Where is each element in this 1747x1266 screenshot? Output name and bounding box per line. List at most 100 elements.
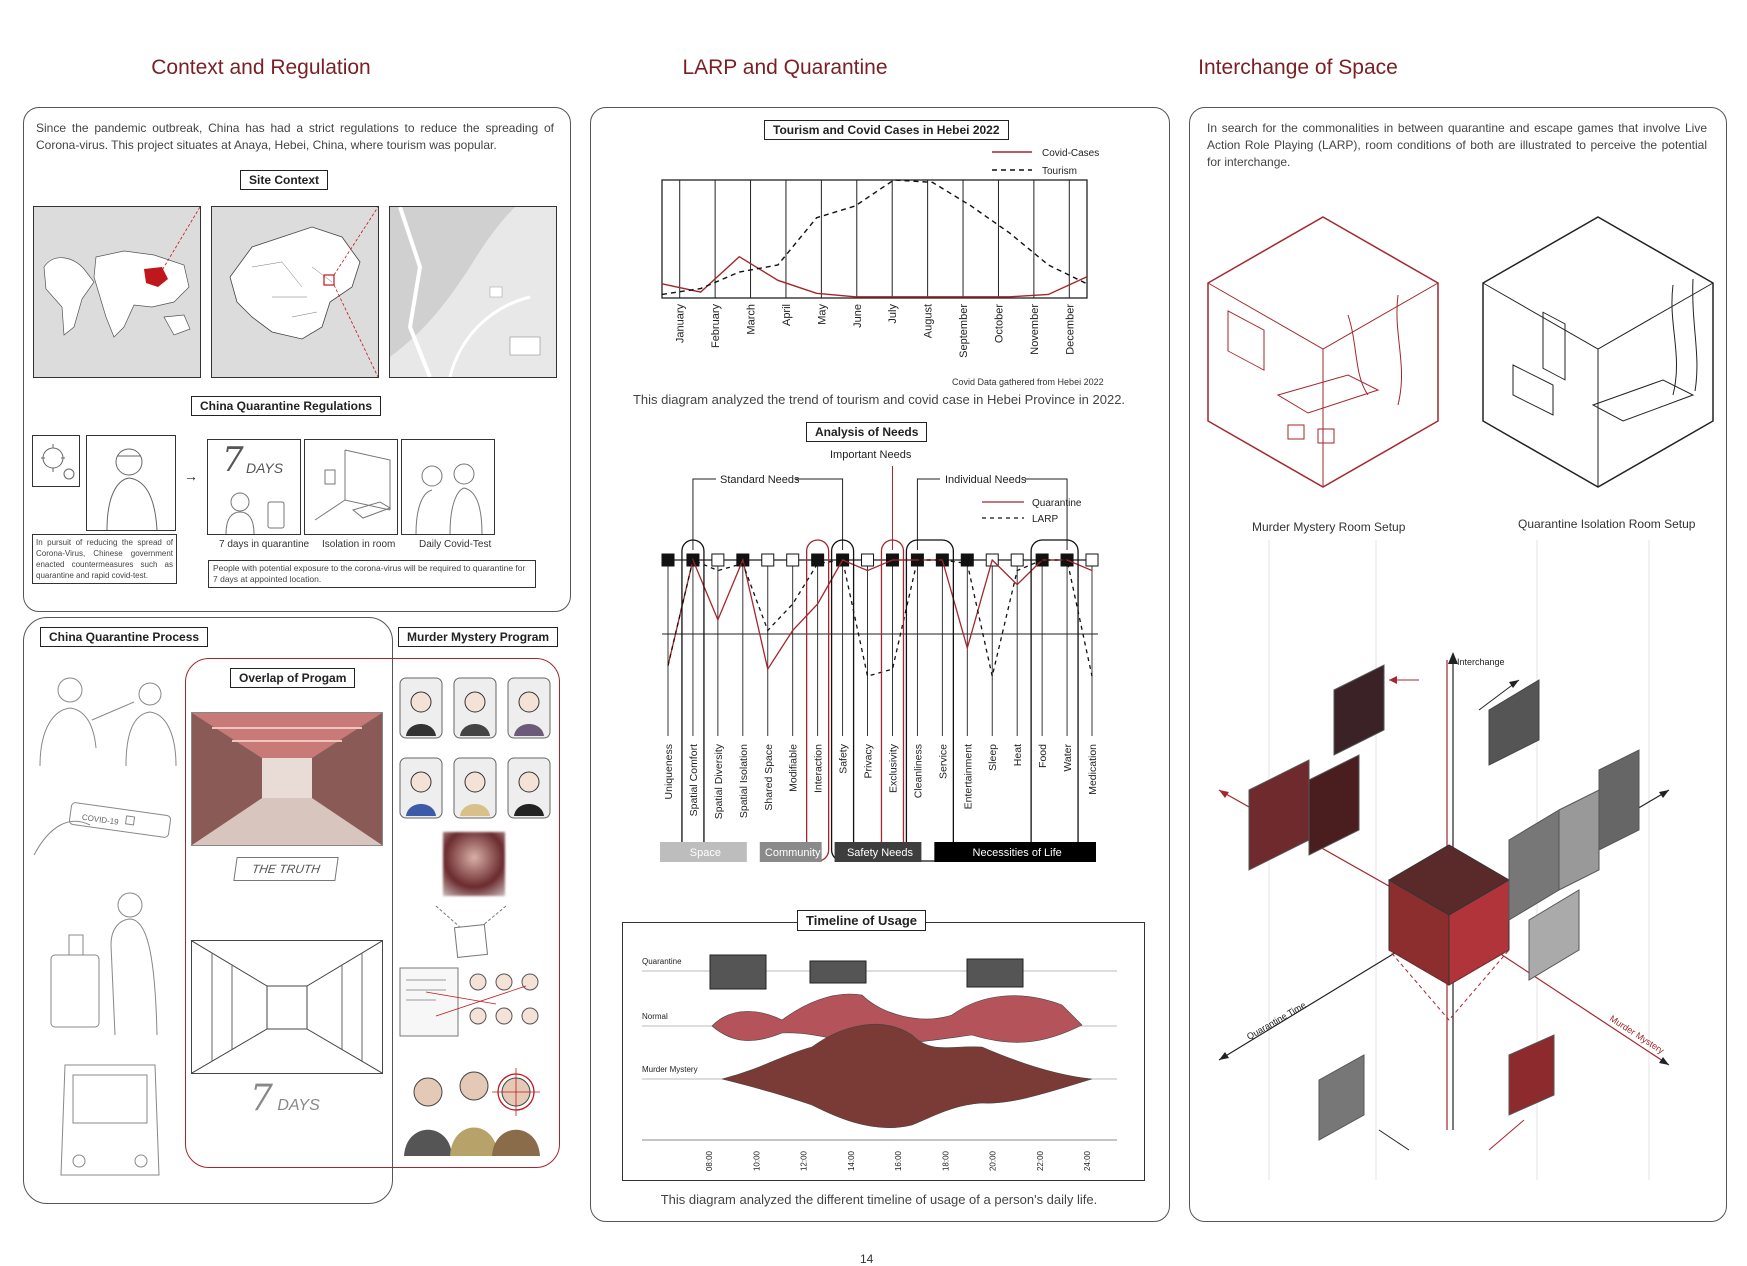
process-sketch-luggage — [50, 892, 158, 1035]
quarantine-regulations-label: China Quarantine Regulations — [191, 396, 382, 416]
seven-days-illustration: 7 DAYS — [207, 439, 301, 535]
china-map — [211, 206, 379, 378]
blurred-character-image — [443, 832, 505, 896]
axis-interchange-label: Interchange — [1457, 657, 1505, 667]
needs-item-label: Spatial Diversity — [713, 743, 725, 819]
timeline-caption: This diagram analyzed the different time… — [660, 1192, 1098, 1207]
chart-legend-label: Covid-Cases — [1042, 148, 1099, 159]
needs-item-label: Uniqueness — [663, 744, 675, 799]
days-number: 7 — [222, 440, 244, 480]
chart-tick-label: July — [887, 304, 899, 324]
needs-standard-bracket — [692, 478, 844, 550]
axis-quarantine-time-label: Quarantine Time — [1245, 1000, 1308, 1042]
caption-7-days: 7 days in quarantine — [219, 539, 310, 550]
needs-legend-q: Quarantine — [1032, 498, 1082, 509]
interchange-intro: In search for the commonalities in betwe… — [1207, 121, 1707, 169]
timeline-quarantine-photo — [809, 960, 867, 984]
truth-text: THE TRUTH — [251, 862, 321, 876]
caption-covid-test: Daily Covid-Test — [419, 539, 492, 550]
arrow-right-icon: → — [184, 468, 198, 484]
ppe-worker-illustration — [86, 435, 176, 531]
needs-item-label: Medication — [1087, 744, 1099, 795]
corridor-color-image — [191, 712, 383, 846]
site-context-label: Site Context — [240, 170, 329, 190]
caption-isolation: Isolation in room — [322, 539, 396, 550]
chart-tick-label: March — [746, 304, 758, 335]
needs-item-label: Privacy — [863, 743, 875, 778]
needs-item-label: Spatial Isolation — [738, 744, 750, 818]
murder-mystery-room-drawing — [1207, 216, 1439, 488]
tourism-covid-chart: January February March April May June July Augu… — [661, 148, 1099, 358]
days-number-2: 7 — [250, 1078, 273, 1119]
needs-marker — [786, 553, 800, 567]
needs-group-label: Space — [690, 847, 721, 859]
needs-marker — [861, 553, 875, 567]
needs-individual-bracket — [916, 478, 1068, 550]
world-map — [33, 206, 201, 378]
page-number: 14 — [860, 1252, 874, 1266]
needs-marker — [761, 553, 775, 567]
timeline-hour-label: 08:00 — [705, 1150, 714, 1171]
process-sketch-testing — [39, 677, 177, 766]
murder-room-caption: Murder Mystery Room Setup — [1252, 520, 1406, 534]
overlap-program-panel — [185, 658, 560, 1168]
needs-group-label: Necessities of Life — [973, 847, 1062, 859]
timeline-quarantine-photo — [966, 958, 1024, 988]
needs-marker — [1010, 553, 1024, 567]
chart-tick-label: June — [852, 304, 864, 328]
needs-item-label: Cleanliness — [912, 744, 924, 798]
needs-marker — [661, 553, 675, 567]
chart-legend-label: Tourism — [1042, 166, 1077, 177]
needs-item-label: Food — [1037, 744, 1049, 768]
world-map-drawing — [34, 207, 200, 377]
chart-tick-label: September — [958, 304, 970, 358]
timeline-hour-label: 20:00 — [989, 1150, 998, 1171]
overlap-title: Overlap of Progam — [230, 668, 356, 688]
chart-tick-label: February — [710, 304, 722, 349]
needs-individual-label: Individual Needs — [945, 474, 1027, 486]
needs-item-label: Safety — [838, 743, 850, 774]
needs-marker — [1085, 553, 1099, 567]
site-map-drawing — [390, 207, 556, 377]
site-map — [389, 206, 557, 378]
needs-capsule — [1030, 539, 1079, 862]
needs-group-bar — [934, 842, 1096, 862]
needs-item-label: Interaction — [813, 744, 825, 793]
corridor-sketch-image — [191, 940, 383, 1074]
chart-source-note: Covid Data gathered from Hebei 2022 — [952, 377, 1104, 387]
chart-tick-label: August — [923, 304, 935, 338]
chart-tick-label: May — [816, 304, 828, 325]
process-sketch-test-kit: COVID-19 — [33, 802, 172, 856]
timeline-title: Timeline of Usage — [797, 910, 927, 931]
chart-tick-label: January — [675, 304, 687, 344]
needs-legend-l: LARP — [1032, 514, 1058, 525]
chart-tick-label: April — [781, 304, 793, 326]
timeline-hour-label: 12:00 — [800, 1150, 809, 1171]
process-title: China Quarantine Process — [40, 627, 209, 647]
needs-quarantine-line — [667, 557, 1093, 671]
needs-item-label: Exclusivity — [887, 743, 899, 793]
needs-capsule — [905, 539, 955, 862]
needs-group-label: Community — [765, 847, 821, 859]
left-column-title: Context and Regulation — [151, 56, 371, 79]
chart-caption: This diagram analyzed the trend of touri… — [632, 392, 1126, 407]
chart-tick-label: October — [993, 304, 1005, 343]
chart-series-line — [661, 179, 1088, 296]
timeline-mystery-shape — [721, 1023, 1093, 1129]
days-word-2: DAYS — [277, 1097, 320, 1114]
virus-illustration — [32, 435, 80, 487]
needs-item-label: Spatial Comfort — [688, 744, 700, 816]
timeline-hour-label: 22:00 — [1036, 1150, 1045, 1171]
needs-title: Analysis of Needs — [806, 422, 928, 442]
interchange-diagram: Interchange Quarantine Time Murder Myste… — [1218, 540, 1670, 1180]
needs-item-label: Sleep — [987, 744, 999, 771]
timeline-quarantine-photo — [709, 954, 767, 990]
axis-murder-mystery-label: Murder Mystery — [1608, 1013, 1666, 1056]
china-map-drawing — [212, 207, 378, 377]
timeline-hour-label: 18:00 — [941, 1150, 950, 1171]
truth-sign: THE TRUTH — [233, 857, 339, 881]
timeline-row-label: Quarantine — [642, 957, 682, 966]
chart-series-line — [661, 255, 1088, 298]
mystery-program-title: Murder Mystery Program — [398, 627, 559, 647]
needs-larp-line — [667, 559, 1093, 677]
